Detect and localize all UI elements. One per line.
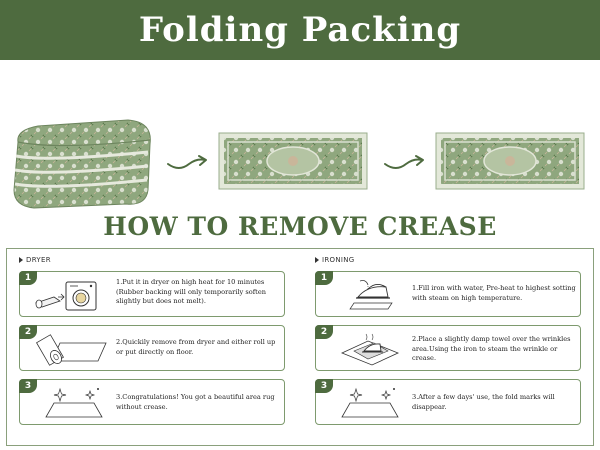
ironing-step-2: 2 2.Place a slightly damp towel over the… (315, 325, 581, 371)
flat-rug-image (435, 132, 585, 190)
dryer-column-title: DRYER (19, 256, 51, 264)
section-heading: HOW TO REMOVE CREASE (103, 212, 497, 241)
triangle-bullet-icon (19, 257, 23, 263)
dryer-step-2: 2 2.Quickily remove from dryer and eithe… (19, 325, 285, 371)
step-text: 1.Put it in dryer on high heat for 10 mi… (116, 278, 266, 306)
dryer-machine-icon (35, 281, 97, 311)
banner-title: Folding Packing (138, 10, 462, 50)
title-banner: Folding Packing (0, 0, 600, 60)
step-text: 1.Fill iron with water, Pre-heat to high… (412, 284, 576, 302)
ironing-step-3: 3 3.After a few days' use, the fold mark… (315, 379, 581, 425)
dryer-step-3: 3 3.Congratulations! You got a beautiful… (19, 379, 285, 425)
step-number: 3 (315, 379, 333, 393)
step-number: 2 (19, 325, 37, 339)
iron-towel-icon (340, 333, 400, 366)
curved-arrow-icon (167, 155, 207, 169)
triangle-bullet-icon (315, 257, 319, 263)
step-number: 1 (19, 271, 37, 285)
folded-rug-image (13, 119, 151, 209)
rug-illustration-row (0, 112, 600, 212)
step-text: 3.After a few days' use, the fold marks … (412, 393, 555, 411)
step-text: 2.Quickily remove from dryer and either … (116, 338, 276, 356)
iron-water-icon (349, 280, 393, 310)
unfolded-rug-image (218, 132, 368, 190)
step-text: 2.Place a slightly damp towel over the w… (412, 335, 571, 363)
rolled-rug-icon (36, 334, 107, 366)
dryer-step-1: 1 1.Put it in dryer on high heat for 10 … (19, 271, 285, 317)
step-text: 3.Congratulations! You got a beautiful a… (116, 393, 275, 411)
ironing-step-1: 1 1.Fill iron with water, Pre-heat to hi… (315, 271, 581, 317)
sparkle-flat-rug-icon (341, 387, 399, 418)
step-number: 3 (19, 379, 37, 393)
curved-arrow-icon (384, 155, 424, 169)
sparkle-flat-rug-icon (45, 387, 103, 418)
ironing-column-title: IRONING (315, 256, 355, 264)
step-number: 2 (315, 325, 333, 339)
instructions-panel: DRYER 1 1.Put it in dryer on high heat f… (6, 248, 594, 446)
step-number: 1 (315, 271, 333, 285)
